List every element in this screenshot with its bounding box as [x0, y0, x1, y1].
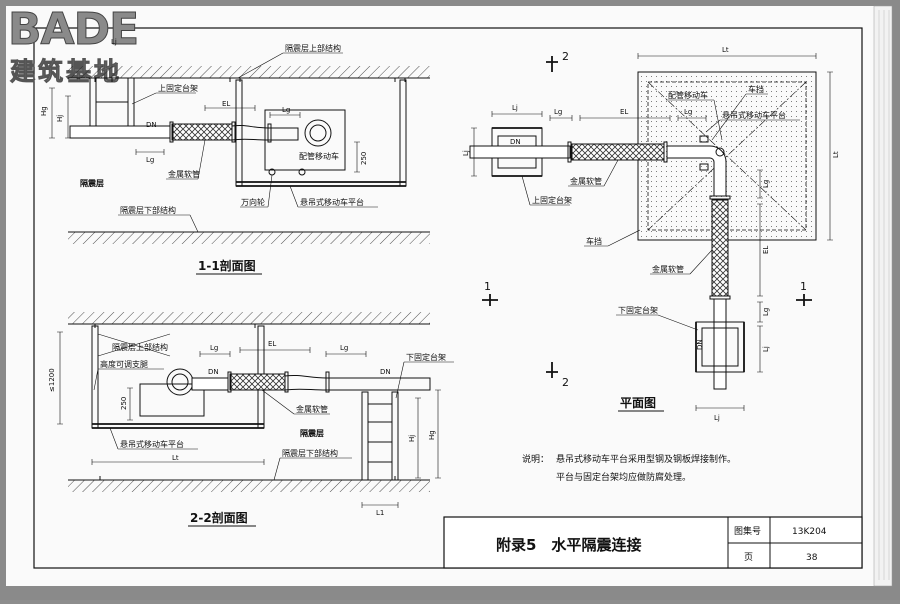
- svg-text:DN: DN: [208, 368, 219, 376]
- label-lower-structure-2: 隔震层下部结构: [282, 448, 338, 458]
- svg-text:DN: DN: [380, 368, 391, 376]
- label-upper-bracket: 上固定台架: [158, 83, 198, 93]
- note-prefix: 说明：: [522, 453, 549, 465]
- svg-text:Lj: Lj: [762, 346, 770, 352]
- svg-text:Hg: Hg: [40, 106, 48, 116]
- label-car-stop-plan: 车挡: [748, 84, 764, 94]
- svg-text:Lj: Lj: [512, 104, 518, 112]
- svg-text:Lg: Lg: [282, 106, 290, 114]
- svg-text:EL: EL: [268, 340, 276, 348]
- note-line-1: 悬吊式移动车平台采用型钢及钢板焊接制作。: [556, 453, 736, 465]
- atlas-number: 13K204: [792, 527, 827, 537]
- cut-1-right: 1: [800, 280, 807, 293]
- svg-text:Lg: Lg: [684, 108, 692, 116]
- svg-text:EL: EL: [762, 246, 770, 254]
- svg-text:≤1200: ≤1200: [48, 368, 56, 392]
- label-car-stop-plan-2: 车挡: [586, 236, 602, 246]
- label-platform: 悬吊式移动车平台: [300, 197, 364, 207]
- svg-text:Lg: Lg: [340, 344, 348, 352]
- svg-text:DN: DN: [146, 121, 157, 129]
- svg-text:Hj: Hj: [408, 435, 416, 442]
- caption-section-1-1: 1-1剖面图: [198, 258, 256, 273]
- label-upper-structure-2: 隔震层上部结构: [112, 342, 168, 352]
- svg-text:Lg: Lg: [762, 180, 770, 188]
- section-2-2: ≤1200 Lt Lg EL Lg DN DN Hj Hg L1 250 隔震层…: [48, 312, 454, 527]
- label-metal-hose: 金属软管: [168, 169, 200, 179]
- svg-text:Lj: Lj: [111, 38, 117, 46]
- label-pipe-cart: 配管移动车: [299, 151, 339, 161]
- svg-text:Lg: Lg: [210, 344, 218, 352]
- brand-latin: BADE: [8, 4, 138, 55]
- label-pipe-cart-plan: 配管移动车: [668, 90, 708, 100]
- label-metal-hose-plan-2: 金属软管: [652, 264, 684, 274]
- svg-text:Hg: Hg: [428, 430, 436, 440]
- caption-section-2-2: 2-2剖面图: [190, 510, 248, 525]
- label-platform-plan: 悬吊式移动车平台: [722, 110, 786, 120]
- label-lower-structure: 隔震层下部结构: [120, 205, 176, 215]
- svg-text:EL: EL: [620, 108, 628, 116]
- svg-text:Lg: Lg: [146, 156, 154, 164]
- page-number: 38: [806, 553, 818, 563]
- label-isolation-layer-2: 隔震层: [300, 428, 324, 438]
- label-lower-bracket-plan: 下固定台架: [618, 305, 658, 315]
- svg-text:DN: DN: [696, 339, 704, 350]
- svg-text:250: 250: [360, 152, 368, 165]
- svg-text:250: 250: [120, 397, 128, 410]
- svg-text:Lg: Lg: [762, 308, 770, 316]
- atlas-label: 图集号: [734, 525, 761, 537]
- note-block: 说明： 悬吊式移动车平台采用型钢及钢板焊接制作。 平台与固定台架均应做防腐处理。: [522, 453, 736, 483]
- svg-text:Lt: Lt: [722, 46, 729, 54]
- cut-1-left: 1: [484, 280, 491, 293]
- label-isolation-layer: 隔震层: [80, 178, 104, 188]
- page-label: 页: [744, 552, 753, 563]
- title-block: 附录5 水平隔震连接 图集号 13K204 页 38: [443, 516, 863, 569]
- label-metal-hose-2: 金属软管: [296, 404, 328, 414]
- svg-text:DN: DN: [510, 138, 521, 146]
- cut-2-top: 2: [562, 50, 569, 63]
- label-upper-structure: 隔震层上部结构: [285, 43, 341, 53]
- svg-text:EL: EL: [222, 100, 230, 108]
- label-height-support: 高度可调支腿: [100, 359, 148, 369]
- sheet-title: 附录5 水平隔震连接: [496, 536, 641, 554]
- plan-view: DN DN Lt Lt Lj: [462, 46, 840, 422]
- svg-text:L1: L1: [376, 509, 384, 517]
- svg-text:Lj: Lj: [714, 414, 720, 422]
- svg-text:Lj: Lj: [462, 150, 470, 156]
- note-line-2: 平台与固定台架均应做防腐处理。: [556, 471, 691, 483]
- label-universal-wheel: 万向轮: [241, 197, 265, 207]
- section-1-1: Hg Hj Lj Lg EL Lg DN 250 隔震层上部结构 上固定台架 配…: [40, 38, 430, 275]
- svg-text:Hj: Hj: [56, 115, 64, 122]
- svg-text:Lt: Lt: [172, 454, 179, 462]
- label-upper-bracket-plan: 上固定台架: [532, 195, 572, 205]
- svg-text:Lg: Lg: [554, 108, 562, 116]
- caption-plan: 平面图: [620, 396, 656, 410]
- label-platform-2: 悬吊式移动车平台: [120, 439, 184, 449]
- label-metal-hose-plan: 金属软管: [570, 176, 602, 186]
- svg-text:Lt: Lt: [832, 151, 840, 158]
- label-lower-bracket: 下固定台架: [406, 352, 446, 362]
- cut-2-bottom: 2: [562, 376, 569, 389]
